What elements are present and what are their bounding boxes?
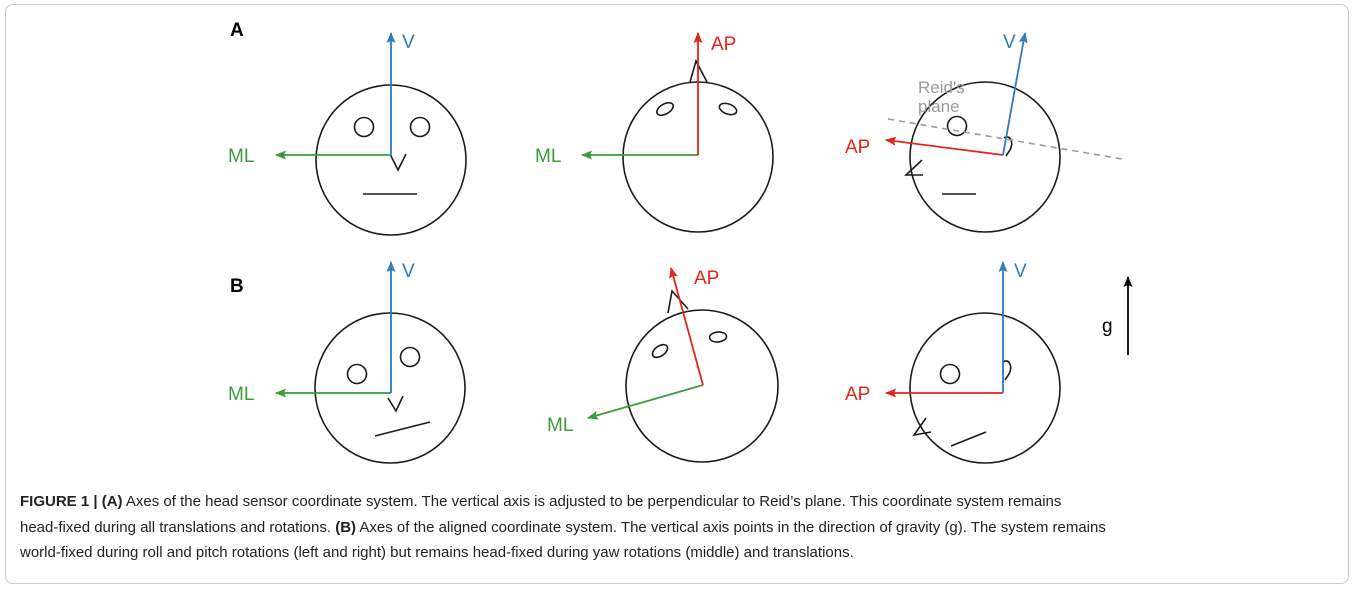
panel-a-side-ap-label: AP — [845, 137, 870, 158]
caption-line-3: world-fixed during roll and pitch rotati… — [20, 540, 1340, 566]
figure-drawing: A V ML AP ML — [228, 20, 1133, 464]
left-eye — [353, 116, 375, 138]
panel-b-top-ml-label: ML — [547, 415, 573, 436]
caption-figure-label: FIGURE 1 | — [20, 493, 98, 510]
head-outline — [625, 309, 779, 463]
panel-a-side-v-label: V — [1003, 32, 1016, 53]
nose — [689, 58, 708, 83]
nose — [667, 289, 689, 314]
panel-a-label: A — [230, 20, 244, 41]
panel-b-top-ml-arrow — [587, 384, 704, 420]
panel-a-top-ml-label: ML — [535, 146, 561, 167]
caption-line3-text: world-fixed during roll and pitch rotati… — [20, 544, 854, 561]
nose — [912, 417, 932, 437]
caption-line-1: FIGURE 1 | (A) Axes of the head sensor c… — [20, 489, 1340, 515]
caption-line1-text: Axes of the head sensor coordinate syste… — [125, 493, 1062, 510]
panel-b-top-ap-label: AP — [694, 268, 719, 289]
eye — [939, 363, 961, 385]
left-eye — [656, 101, 674, 117]
panel-b-top-head — [625, 289, 779, 463]
panel-b-front-ml-label: ML — [228, 384, 254, 405]
panel-a-front-v-label: V — [402, 32, 415, 53]
head-outline — [909, 81, 1061, 233]
panel-b-side-ap-label: AP — [845, 384, 870, 405]
figure-caption: FIGURE 1 | (A) Axes of the head sensor c… — [20, 489, 1340, 566]
ear — [1002, 360, 1012, 381]
head-outline — [314, 312, 466, 464]
reids-plane-label-line1: Reid's — [918, 78, 965, 97]
panel-b-side-v-label: V — [1014, 261, 1027, 282]
panel-b-label: B — [230, 276, 244, 297]
caption-label-a: (A) — [101, 493, 123, 510]
nose — [903, 159, 923, 176]
caption-label-b: (B) — [335, 518, 357, 536]
panel-a-front-ml-label: ML — [228, 146, 254, 167]
reids-plane-label-line2: plane — [918, 97, 960, 116]
mouth — [374, 421, 431, 437]
panel-b-side-head — [909, 312, 1061, 464]
right-eye — [718, 102, 738, 116]
figure-frame — [5, 4, 1349, 584]
gravity-label: g — [1102, 316, 1113, 337]
right-eye — [409, 116, 431, 138]
panel-a-side-ap-arrow — [885, 136, 1004, 156]
nose — [390, 153, 407, 172]
caption-line2-text-after: Axes of the aligned coordinate system. T… — [359, 518, 1106, 536]
right-eye — [399, 346, 421, 368]
panel-a-top-ap-label: AP — [711, 34, 736, 55]
nose — [387, 395, 404, 413]
panel-b-front-v-label: V — [402, 261, 415, 282]
panel-b-top-ap-arrow — [669, 267, 704, 386]
panel-a-side-v-arrow — [1002, 32, 1028, 156]
eye — [946, 115, 968, 137]
left-eye — [651, 343, 669, 359]
mouth — [950, 431, 987, 447]
head-outline — [909, 312, 1061, 464]
caption-line2-text-before: head-fixed during all translations and r… — [20, 518, 332, 536]
right-eye — [708, 331, 728, 343]
left-eye — [346, 363, 368, 385]
panel-b-front-head — [314, 312, 466, 464]
caption-line-2: head-fixed during all translations and r… — [20, 515, 1340, 541]
